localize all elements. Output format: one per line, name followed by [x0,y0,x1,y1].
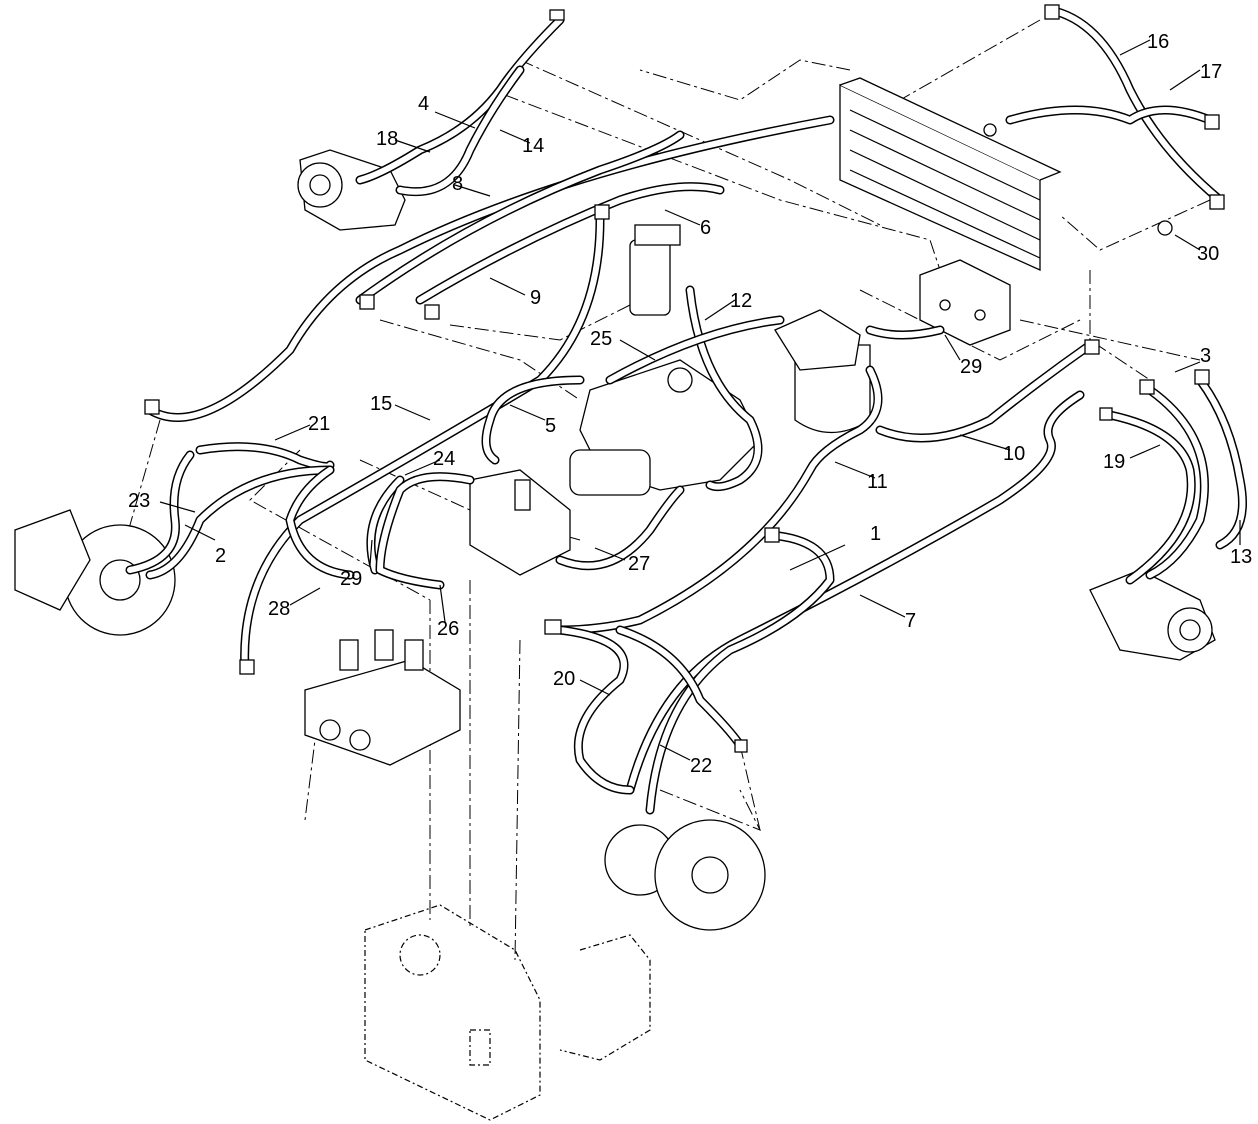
callout-22: 22 [690,755,712,777]
manifold-block-right [919,259,1011,346]
leader-lines [159,39,1241,761]
callout-11: 11 [867,471,888,493]
callout-29-left: 29 [340,568,362,590]
callout-17: 17 [1200,61,1222,83]
callout-30: 30 [1197,243,1219,265]
callout-18: 18 [376,128,398,150]
callout-29-right: 29 [960,356,982,378]
callout-28: 28 [268,598,290,620]
callout-15: 15 [370,393,392,415]
callout-7: 7 [905,610,916,632]
callout-20: 20 [553,668,575,690]
right-wheel-motor [1089,569,1216,661]
callout-16: 16 [1147,31,1169,53]
callout-1: 1 [870,523,881,545]
callout-19: 19 [1103,451,1125,473]
callout-21: 21 [308,413,330,435]
callout-13: 13 [1230,546,1252,568]
callout-3: 3 [1200,345,1211,367]
callout-23: 23 [128,490,150,512]
left-wheel-motor [14,509,176,636]
alignment-lines [119,19,1211,961]
hydrostatic-pump [569,359,761,496]
callout-labels: 1 2 3 4 5 6 7 8 9 10 11 12 13 14 15 16 1… [128,31,1252,777]
callout-25: 25 [590,328,612,350]
fittings [144,4,1225,753]
valve-block-center [469,469,571,576]
frame-phantom [364,904,651,1121]
top-left-motor [297,149,406,231]
callout-6: 6 [700,217,711,239]
callout-27: 27 [628,553,650,575]
callout-26: 26 [437,618,459,640]
callout-10: 10 [1003,443,1025,465]
callout-2: 2 [215,545,226,567]
callout-5: 5 [545,415,556,437]
oil-cooler [839,77,1062,272]
rear-wheel-motor [604,819,766,931]
solenoid-valve-manifold [304,629,461,766]
filter-canister-small [629,224,681,316]
callout-14: 14 [522,135,544,157]
callout-9: 9 [530,287,541,309]
callout-12: 12 [730,290,752,312]
filter-canister-large [774,309,871,434]
callout-8: 8 [452,173,463,195]
callout-4: 4 [418,93,429,115]
callout-24: 24 [433,448,455,470]
